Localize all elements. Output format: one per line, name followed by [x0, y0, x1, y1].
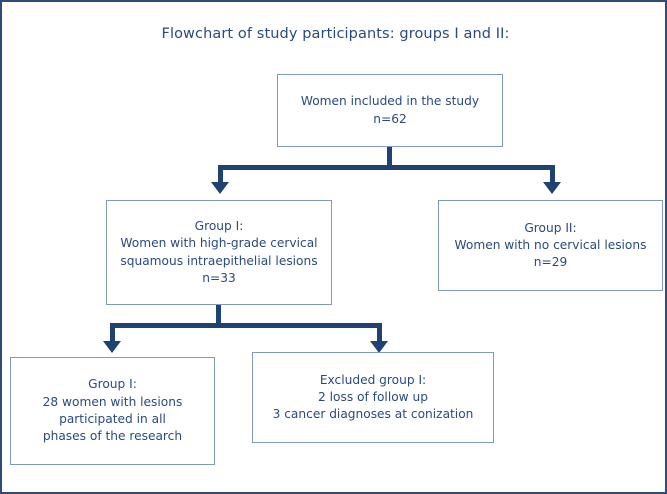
connector-group1-stem — [216, 305, 221, 325]
page-title: Flowchart of study participants: groups … — [161, 26, 510, 42]
connector-level1-right-drop — [550, 165, 555, 183]
connector-level2-left-drop — [110, 323, 115, 342]
arrow-down-icon-to-participated — [103, 341, 121, 353]
arrow-down-icon-to-group2 — [543, 182, 561, 194]
connector-level1-horizontal — [218, 165, 555, 170]
connector-top-stem — [387, 147, 392, 167]
node-women-included: Women included in the study n=62 — [277, 74, 503, 147]
node-group-one-label: Group I: Women with high-grade cervical … — [120, 218, 318, 285]
connector-level1-left-drop — [218, 165, 223, 183]
connector-level2-right-drop — [377, 323, 382, 342]
node-women-included-label: Women included in the study n=62 — [300, 94, 480, 126]
arrow-down-icon-to-group1 — [211, 182, 229, 194]
connector-level2-horizontal — [110, 323, 382, 328]
node-group-one-participated-label: Group I: 28 women with lesions participa… — [42, 377, 183, 444]
node-excluded-group-one-label: Excluded group I: 2 loss of follow up 3 … — [272, 372, 474, 422]
node-group-one-participated: Group I: 28 women with lesions participa… — [10, 357, 215, 465]
node-group-two: Group II: Women with no cervical lesions… — [438, 200, 663, 291]
node-group-one: Group I: Women with high-grade cervical … — [106, 200, 332, 305]
node-excluded-group-one: Excluded group I: 2 loss of follow up 3 … — [252, 352, 494, 443]
node-group-two-label: Group II: Women with no cervical lesions… — [454, 220, 647, 270]
arrow-down-icon-to-excluded — [370, 341, 388, 353]
